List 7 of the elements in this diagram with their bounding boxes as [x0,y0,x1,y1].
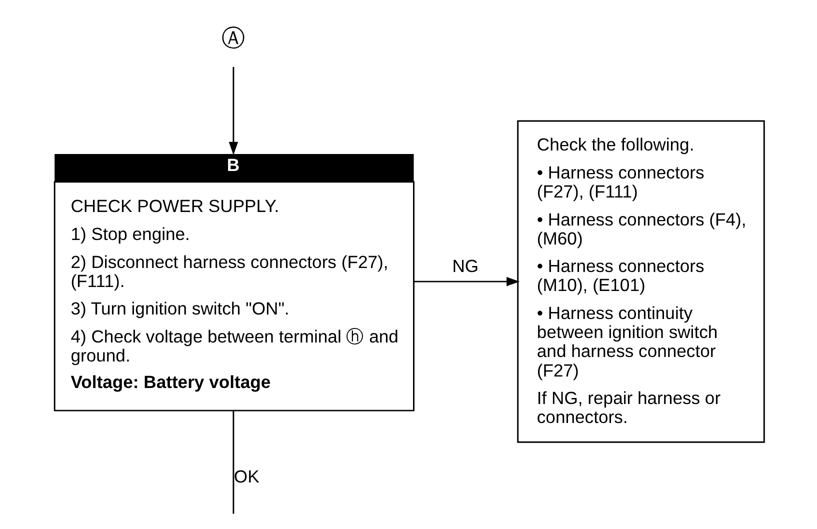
edge-label: NG [452,256,478,276]
arrow [228,66,238,156]
edge-label: OK [233,466,259,487]
node-box: Check the following. • Harness connectors (F27), (F111) • Harness connectors (F4), (M60) • Harness connectors (M10), (E101) • Harness continuity between ignition switch and harness connector (F27) If NG, repair harness or connectors. [516,120,764,443]
connector [232,410,234,514]
arrow [412,276,520,286]
node-text: Ⓐ [221,24,244,51]
